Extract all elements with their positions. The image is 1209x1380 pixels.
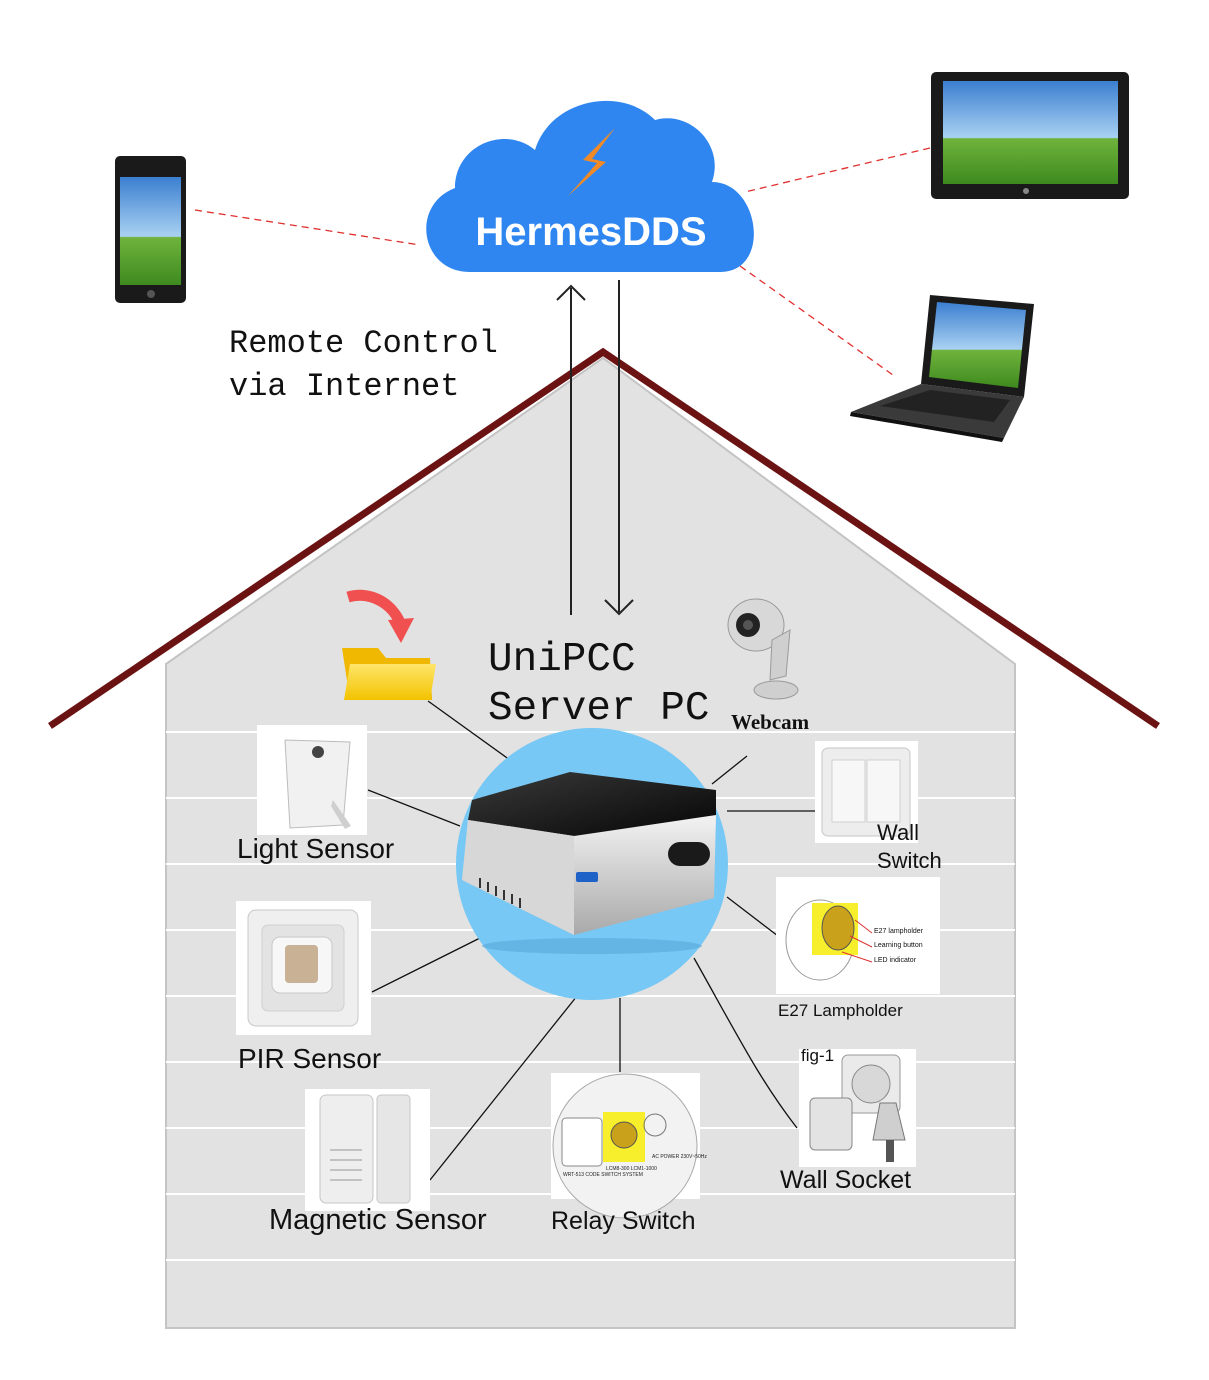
wall-socket-fig-label: fig-1 (801, 1046, 835, 1065)
sync-arrows (556, 280, 634, 616)
e27-lampholder-icon (776, 877, 940, 994)
relay-switch-icon: WRT-513 CODE SWITCH SYSTEM LCM8-300 LCM1… (551, 1073, 707, 1219)
remote-links (194, 147, 931, 376)
pir-sensor-label: PIR Sensor (238, 1043, 382, 1074)
wall-switch-icon (815, 741, 918, 843)
remote-control-label: Remote Control via Internet (229, 322, 498, 408)
folder-icon (342, 589, 436, 700)
smartphone-icon (115, 156, 186, 303)
magnetic-sensor-icon (305, 1089, 430, 1211)
svg-text:WRT-513 CODE SWITCH SYSTEM: WRT-513 CODE SWITCH SYSTEM (563, 1172, 643, 1178)
light-sensor-label: Light Sensor (237, 833, 395, 864)
mini-pc-icon (462, 772, 716, 954)
e27-callout-lampholder: E27 lampholder (874, 928, 924, 935)
light-sensor-icon (257, 725, 367, 835)
pir-sensor-icon (236, 901, 371, 1035)
server-node (456, 728, 728, 1000)
cloud-label: HermesDDS (475, 210, 706, 254)
device-links (367, 700, 815, 1181)
tablet-icon (931, 72, 1129, 199)
e27-lampholder-label: E27 Lampholder (778, 1001, 903, 1020)
remote-control-line1: Remote Control (229, 325, 498, 362)
wall-switch-label-line2: Switch (877, 848, 942, 873)
remote-control-line2: via Internet (229, 368, 460, 405)
hermesdds-cloud: HermesDDS (426, 100, 754, 272)
server-label-line2: Server PC (488, 686, 710, 732)
e27-callout-learning-button: Learning button (874, 942, 923, 949)
laptop-icon (850, 295, 1034, 442)
wall-socket-label: Wall Socket (780, 1166, 912, 1194)
wall-switch-label-line1: Wall (877, 820, 919, 845)
server-label: UniPCC Server PC (488, 636, 709, 734)
svg-text:LCM8-300 LCM1-1000: LCM8-300 LCM1-1000 (606, 1166, 657, 1172)
webcam-icon (727, 598, 799, 700)
lightning-icon (568, 128, 615, 196)
magnetic-sensor-label: Magnetic Sensor (269, 1204, 487, 1236)
wall-switch-label: Wall Switch (877, 819, 942, 875)
roof (48, 347, 1160, 729)
e27-callout-led-indicator: LED indicator (874, 957, 917, 964)
webcam-label: Webcam (731, 710, 810, 734)
relay-switch-label: Relay Switch (551, 1207, 696, 1235)
server-label-line1: UniPCC (488, 637, 636, 683)
svg-text:AC POWER 230V~50Hz: AC POWER 230V~50Hz (652, 1154, 707, 1160)
wall-socket-icon (799, 1049, 916, 1167)
